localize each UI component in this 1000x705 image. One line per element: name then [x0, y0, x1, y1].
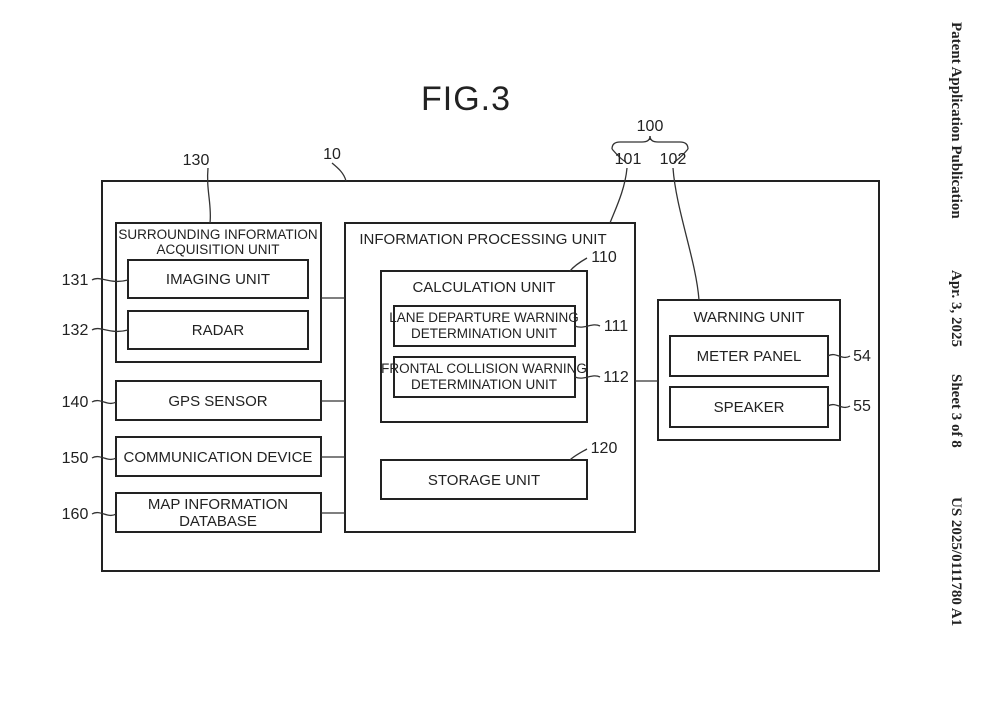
lane-departure-label-2: DETERMINATION UNIT: [411, 326, 557, 341]
ref-10: 10: [323, 146, 341, 163]
map-info-database: [115, 492, 322, 533]
sheet-number: Sheet 3 of 8: [948, 374, 964, 448]
map-info-label-2: DATABASE: [179, 513, 257, 530]
storage-unit: [380, 459, 588, 500]
connection-lines: [321, 297, 658, 514]
ref-130: 130: [183, 152, 210, 169]
publication-type: Patent Application Publication: [948, 22, 964, 219]
storage-unit-label: STORAGE UNIT: [428, 472, 540, 489]
speaker-label: SPEAKER: [714, 399, 785, 416]
gps-sensor-label: GPS SENSOR: [168, 393, 267, 410]
ref-132: 132: [62, 322, 89, 339]
speaker: [669, 386, 829, 428]
ref-54: 54: [853, 348, 871, 365]
surrounding-info-label-2: ACQUISITION UNIT: [156, 242, 279, 257]
ref-112: 112: [603, 369, 629, 386]
ref-160: 160: [62, 506, 89, 523]
ref-120: 120: [591, 440, 618, 457]
publication-number: US 2025/0111780 A1: [948, 497, 964, 626]
radar-label: RADAR: [192, 322, 245, 339]
ref-140: 140: [62, 394, 89, 411]
brace-100: [611, 135, 689, 150]
radar-unit: [127, 310, 309, 350]
ref-131: 131: [62, 272, 89, 289]
lane-departure-label-1: LANE DEPARTURE WARNING: [389, 310, 579, 325]
info-processing-label: INFORMATION PROCESSING UNIT: [359, 231, 606, 248]
gps-sensor: [115, 380, 322, 421]
ref-102: 102: [660, 151, 687, 168]
communication-device: [115, 436, 322, 477]
calculation-unit-label: CALCULATION UNIT: [412, 279, 555, 296]
ref-100: 100: [637, 118, 664, 135]
warning-unit-label: WARNING UNIT: [693, 309, 804, 326]
ref-55: 55: [853, 398, 871, 415]
publication-date: Apr. 3, 2025: [948, 270, 964, 347]
figure-title: FIG.3: [421, 80, 511, 118]
ref-101: 101: [615, 151, 642, 168]
meter-panel-label: METER PANEL: [697, 348, 802, 365]
frontal-collision-label-2: DETERMINATION UNIT: [411, 377, 557, 392]
map-info-label-1: MAP INFORMATION: [148, 496, 288, 513]
communication-device-label: COMMUNICATION DEVICE: [124, 449, 313, 466]
ref-110: 110: [591, 249, 617, 266]
reference-numerals: 130 10 100 101 102 110 111 112 120 131 1…: [62, 118, 871, 523]
surrounding-info-label-1: SURROUNDING INFORMATION: [118, 227, 317, 242]
patent-header: Patent Application Publication Apr. 3, 2…: [948, 22, 964, 626]
ref-111: 111: [604, 318, 628, 335]
ref-150: 150: [62, 450, 89, 467]
frontal-collision-label-1: FRONTAL COLLISION WARNING: [381, 361, 587, 376]
meter-panel: [669, 335, 829, 377]
imaging-unit-label: IMAGING UNIT: [166, 271, 270, 288]
imaging-unit: [127, 259, 309, 299]
lane-departure-unit: [393, 305, 576, 347]
